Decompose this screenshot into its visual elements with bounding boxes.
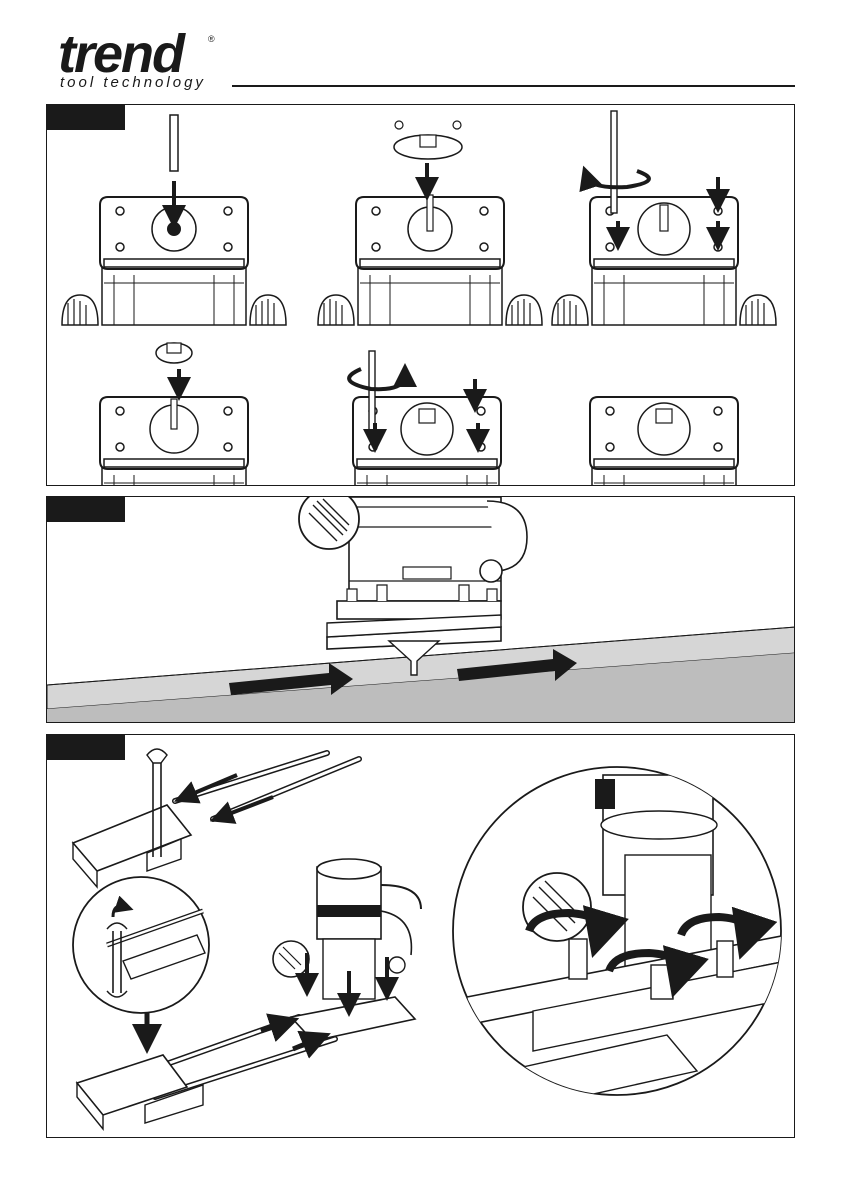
depth-knob-icon: [273, 941, 309, 977]
header-rule: [232, 85, 795, 87]
step-2-router-base: [318, 195, 542, 325]
fence-assembled: [77, 1017, 335, 1129]
trend-logo: trend ® tool technology: [58, 30, 228, 96]
screw-icon: [453, 121, 461, 129]
figure-2-panel: [46, 496, 795, 723]
detail-circle-spanner: [73, 877, 209, 1013]
figure-1-panel: [46, 104, 795, 486]
registered-mark: ®: [208, 34, 215, 44]
arrow-icon: [221, 797, 273, 817]
detail-circle-fence-lock: [453, 767, 795, 1111]
step-4-router-base: [62, 397, 286, 486]
step-5-router-base: [315, 397, 539, 486]
collet-shaft: [170, 115, 178, 171]
screwdriver: [611, 111, 617, 213]
logo-tagline: tool technology: [60, 74, 206, 91]
fence-with-rods: [73, 749, 359, 887]
step-6-router-base: [552, 397, 776, 486]
locking-knob-icon: [389, 957, 405, 973]
locking-knob-icon: [480, 560, 502, 582]
screw-icon: [395, 121, 403, 129]
router-illustration: [299, 497, 527, 675]
rotate-arrow-icon: [349, 369, 405, 389]
figure-3-panel: [46, 734, 795, 1138]
rotate-arrow-icon: [587, 171, 649, 187]
screwdriver: [369, 351, 375, 435]
step-3-router-base: [552, 197, 776, 325]
figure-3-illustration: [47, 735, 795, 1138]
figure-2-illustration: [47, 497, 795, 723]
figure-1-illustration: [47, 105, 795, 486]
